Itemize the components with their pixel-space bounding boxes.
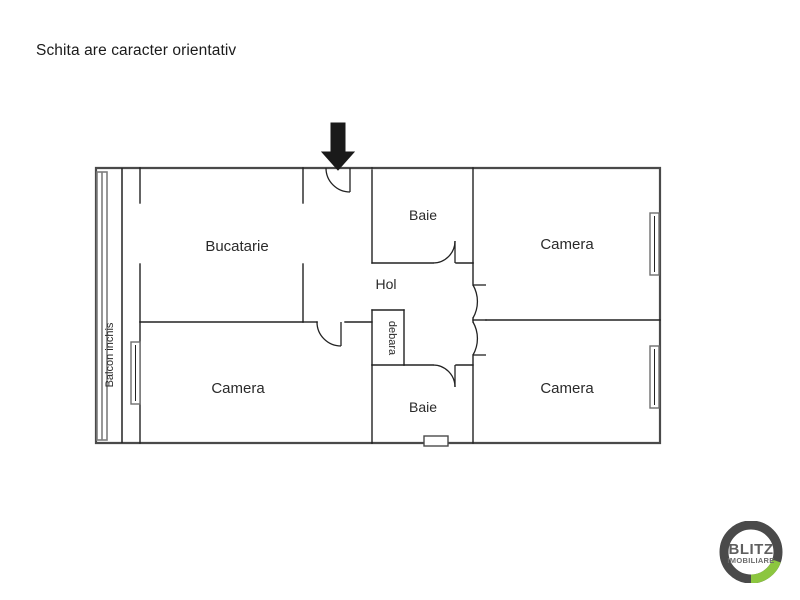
window-baie-bottom	[423, 435, 449, 447]
windows	[130, 212, 660, 447]
blitz-imobiliare-logo[interactable]: BLITZ IMOBILIARE	[716, 521, 786, 583]
doors	[316, 167, 486, 388]
room-label-camera-stanga-jos: Camera	[211, 380, 265, 397]
room-label-baie-sus: Baie	[409, 207, 437, 223]
balcony-enclosure	[96, 171, 108, 441]
room-label-debara: debara	[386, 321, 398, 356]
room-label-hol: Hol	[375, 276, 396, 292]
logo-secondary-text: IMOBILIARE	[727, 556, 774, 565]
room-label-bucatarie: Bucatarie	[205, 238, 268, 255]
logo-primary-text: BLITZ	[729, 541, 774, 558]
entrance-arrow	[320, 122, 356, 171]
room-label-camera-dreapta-sus: Camera	[540, 236, 594, 253]
window-camera-right-bottom	[649, 345, 660, 409]
room-label-baie-jos: Baie	[409, 399, 437, 415]
interior-walls	[139, 167, 661, 444]
room-label-balcon: Balcon inchis	[104, 322, 116, 387]
room-label-camera-dreapta-jos: Camera	[540, 380, 594, 397]
window-camera-right-top	[649, 212, 660, 276]
page-title: Schita are caracter orientativ	[36, 42, 237, 59]
outer-walls	[94, 166, 662, 445]
window-camera-left	[130, 341, 141, 405]
